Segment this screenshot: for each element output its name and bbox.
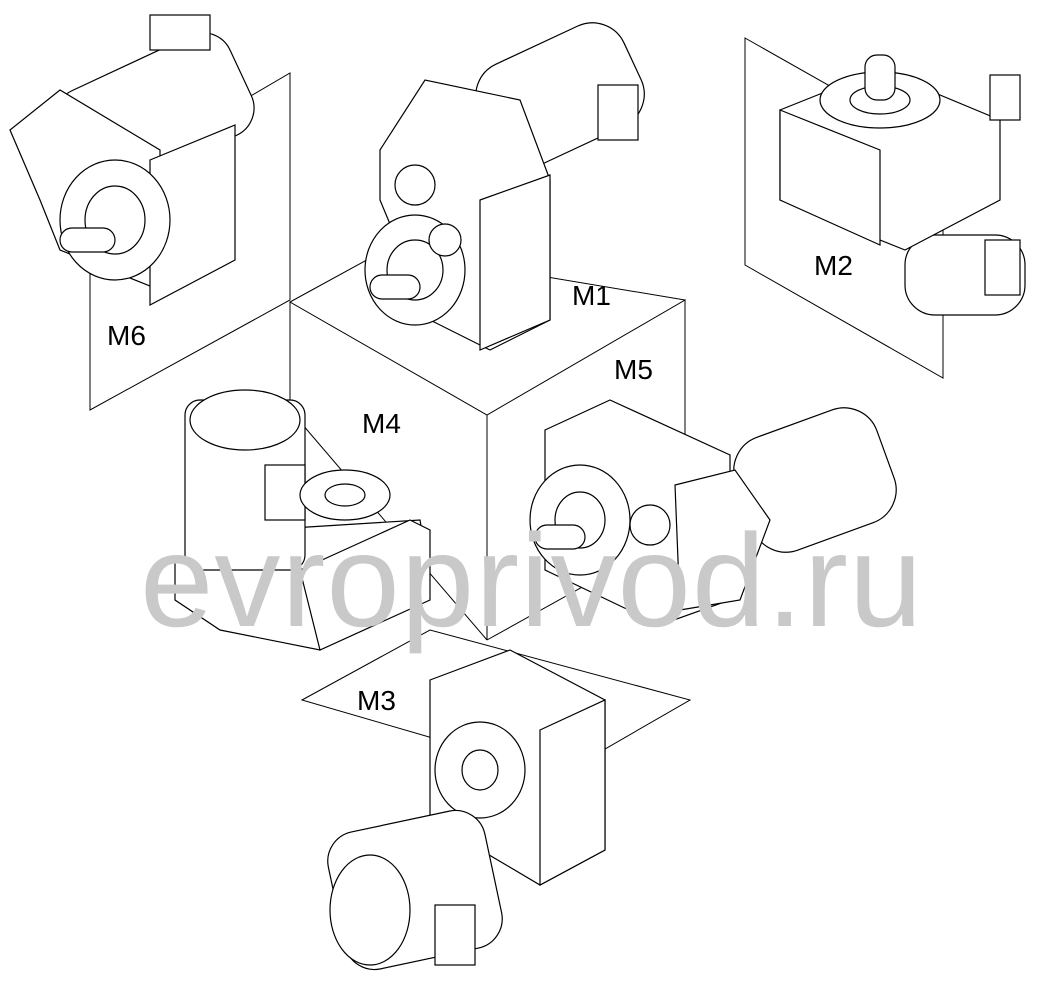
label-m1: M1 xyxy=(572,280,611,311)
label-m2: M2 xyxy=(814,250,853,281)
gearmotor-m6 xyxy=(9,14,255,306)
gearmotor-m4 xyxy=(174,389,431,651)
gearmotor-m3 xyxy=(327,649,606,971)
label-m4: M4 xyxy=(362,408,401,439)
gearmotor-m5 xyxy=(529,399,897,626)
gearmotor-m1 xyxy=(364,22,645,351)
label-m6: M6 xyxy=(107,320,146,351)
label-m5: M5 xyxy=(614,354,653,385)
label-m3: M3 xyxy=(357,685,396,716)
gearmotor-m2 xyxy=(779,54,1026,316)
